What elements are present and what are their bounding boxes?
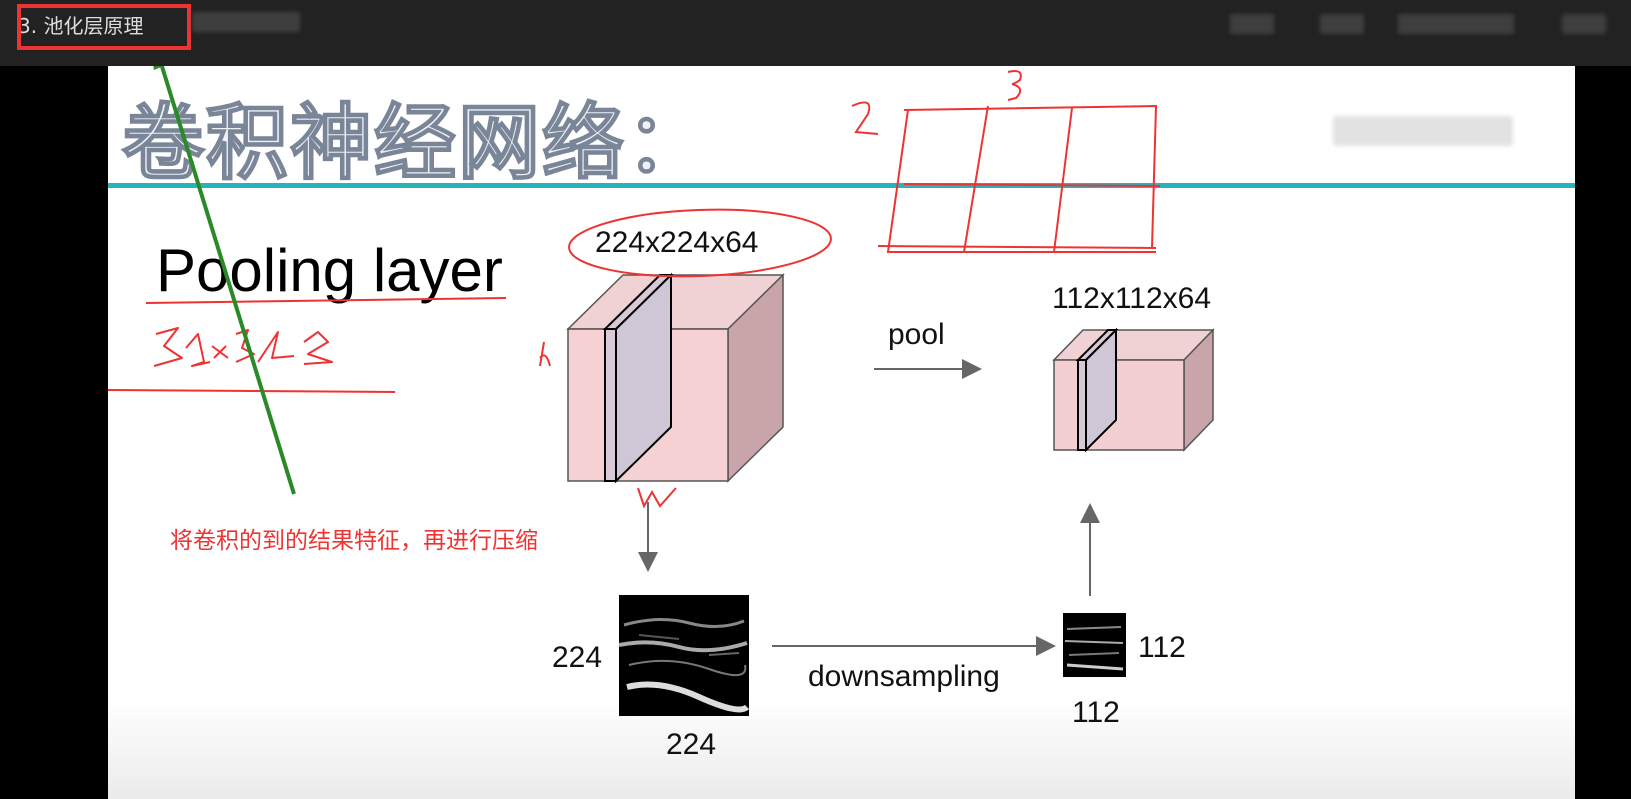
heading-divider (108, 183, 1575, 188)
blurred-topbar-menu-3[interactable] (1398, 14, 1514, 34)
right-map-height-label: 112 (1138, 631, 1186, 664)
left-map-width-label: 224 (666, 728, 717, 761)
blurred-topbar-menu-4[interactable] (1562, 14, 1606, 34)
left-map-height-label: 224 (552, 641, 603, 674)
blurred-topbar-text (192, 12, 300, 32)
blurred-topbar-menu-1[interactable] (1230, 14, 1274, 34)
pool-label: pool (888, 318, 945, 351)
grid-sketch (877, 104, 1161, 253)
output-size-label: 112x112x64 (1052, 282, 1212, 315)
video-title-bar: 3. 池化层原理 (0, 0, 1631, 66)
video-title: 3. 池化层原理 (18, 14, 144, 38)
diagram-graphics (108, 66, 1215, 656)
right-map-width-label: 112 (1072, 696, 1120, 729)
title-highlight-box (17, 4, 191, 50)
slide-heading: 卷积神经网络： (121, 95, 711, 192)
downsampling-label: downsampling (808, 660, 1000, 693)
output-volume-cube (1052, 327, 1215, 453)
blurred-topbar-menu-2[interactable] (1320, 14, 1364, 34)
annotation-note: 将卷积的到的结果特征，再进行压缩 (170, 528, 538, 554)
input-size-label: 224x224x64 (595, 226, 759, 259)
feature-map-112 (1063, 613, 1126, 677)
feature-map-224 (619, 595, 749, 716)
slide: 卷积神经网络： Pooling layer 224x224x64 112x112… (108, 66, 1575, 799)
blurred-watermark (1333, 116, 1513, 146)
input-volume-cube (566, 272, 785, 484)
slide-subtitle: Pooling layer (156, 237, 503, 304)
